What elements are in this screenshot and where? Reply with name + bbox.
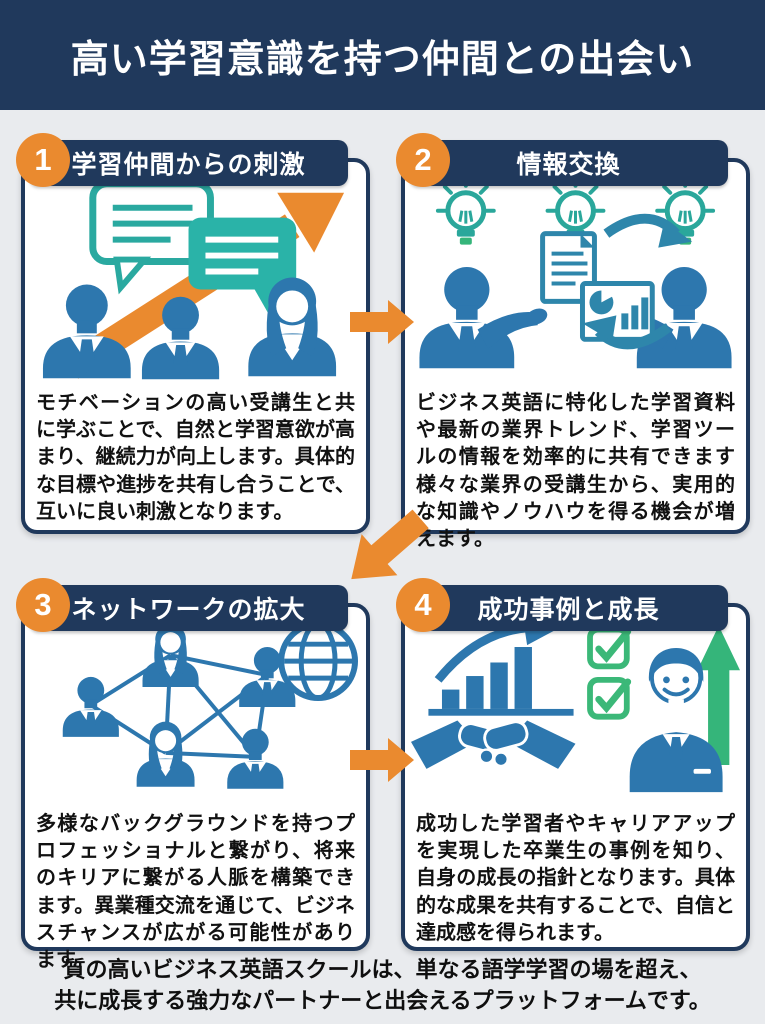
page-header: 高い学習意識を持つ仲間との出会い xyxy=(0,0,765,110)
step-number-badge: 1 xyxy=(16,133,70,187)
card-description: 多様なバックグラウンドを持つプロフェッショナルと繋がり、将来のキリアに繋がる人脈… xyxy=(36,813,355,971)
step-number-badge: 4 xyxy=(396,578,450,632)
network-expansion-illustration xyxy=(31,613,360,801)
card-description: 成功した学習者やキャリアアップを実現した卒業生の事例を知り、自身の成長の指針とな… xyxy=(416,813,735,944)
down-left-arrow-icon xyxy=(333,498,439,600)
chart-icon xyxy=(579,280,655,342)
speech-bubble-filled-icon xyxy=(188,217,297,314)
card-description: ビジネス英語に特化した学習資料や最新の業界トレンド、学習ツールの情報を効率的に共… xyxy=(416,392,735,550)
success-growth-illustration xyxy=(411,613,740,801)
bar-chart-growth-icon xyxy=(428,619,574,716)
businessman-icon xyxy=(227,728,284,789)
exchange-arrows-icon xyxy=(582,213,693,350)
card-body-box: ビジネス英語に特化した学習資料や最新の業界トレンド、学習ツールの情報を効率的に共… xyxy=(401,158,750,550)
card-network-expansion: 多様なバックグラウンドを持つプロフェッショナルと繋がり、将来のキリアに繋がる人脈… xyxy=(15,578,370,971)
handshake-icon xyxy=(411,720,576,769)
lightbulb-icon xyxy=(438,178,494,245)
globe-icon xyxy=(278,621,359,702)
page-footer: 質の高いビジネス英語スクールは、単なる語学学習の場を超え、 共に成長する強力なパ… xyxy=(0,954,765,1016)
peers-chat-growth-illustration xyxy=(31,170,360,386)
step-number-badge: 2 xyxy=(396,133,450,187)
businessman-icon xyxy=(62,676,119,737)
card-title: 成功事例と成長 xyxy=(409,585,728,631)
card-body-box: 成功した学習者やキャリアアップを実現した卒業生の事例を知り、自身の成長の指針とな… xyxy=(401,603,750,951)
checkbox-icon xyxy=(587,677,632,720)
step-number-badge: 3 xyxy=(16,578,70,632)
page-title: 高い学習意識を持つ仲間との出会い xyxy=(70,38,695,81)
card-description: モチベーションの高い受講生と共に学ぶことで、自然と学習意欲が高まり、継続力が向上… xyxy=(36,392,355,523)
card-body-box: 多様なバックグラウンドを持つプロフェッショナルと繋がり、将来のキリアに繋がる人脈… xyxy=(21,603,370,971)
card-title: 学習仲間からの刺激 xyxy=(29,140,348,186)
card-body-box: モチベーションの高い受講生と共に学ぶことで、自然と学習意欲が高まり、継続力が向上… xyxy=(21,158,370,534)
card-peer-stimulation: モチベーションの高い受講生と共に学ぶことで、自然と学習意欲が高まり、継続力が向上… xyxy=(15,133,370,534)
businessman-icon xyxy=(419,267,549,368)
right-arrow-icon xyxy=(350,735,414,787)
footer-line-1: 質の高いビジネス英語スクールは、単なる語学学習の場を超え、 xyxy=(63,957,702,982)
information-exchange-illustration xyxy=(411,170,740,386)
checkbox-icon xyxy=(587,626,632,670)
card-success-growth: 成功した学習者やキャリアアップを実現した卒業生の事例を知り、自身の成長の指針とな… xyxy=(395,578,750,951)
smiling-businessman-icon xyxy=(629,647,723,793)
card-title: 情報交換 xyxy=(409,140,728,186)
right-arrow-icon xyxy=(350,297,414,349)
card-title: ネットワークの拡大 xyxy=(29,585,348,631)
card-information-exchange: ビジネス英語に特化した学習資料や最新の業界トレンド、学習ツールの情報を効率的に共… xyxy=(395,133,750,550)
footer-line-2: 共に成長する強力なパートナーと出会えるプラットフォームです。 xyxy=(54,988,711,1014)
